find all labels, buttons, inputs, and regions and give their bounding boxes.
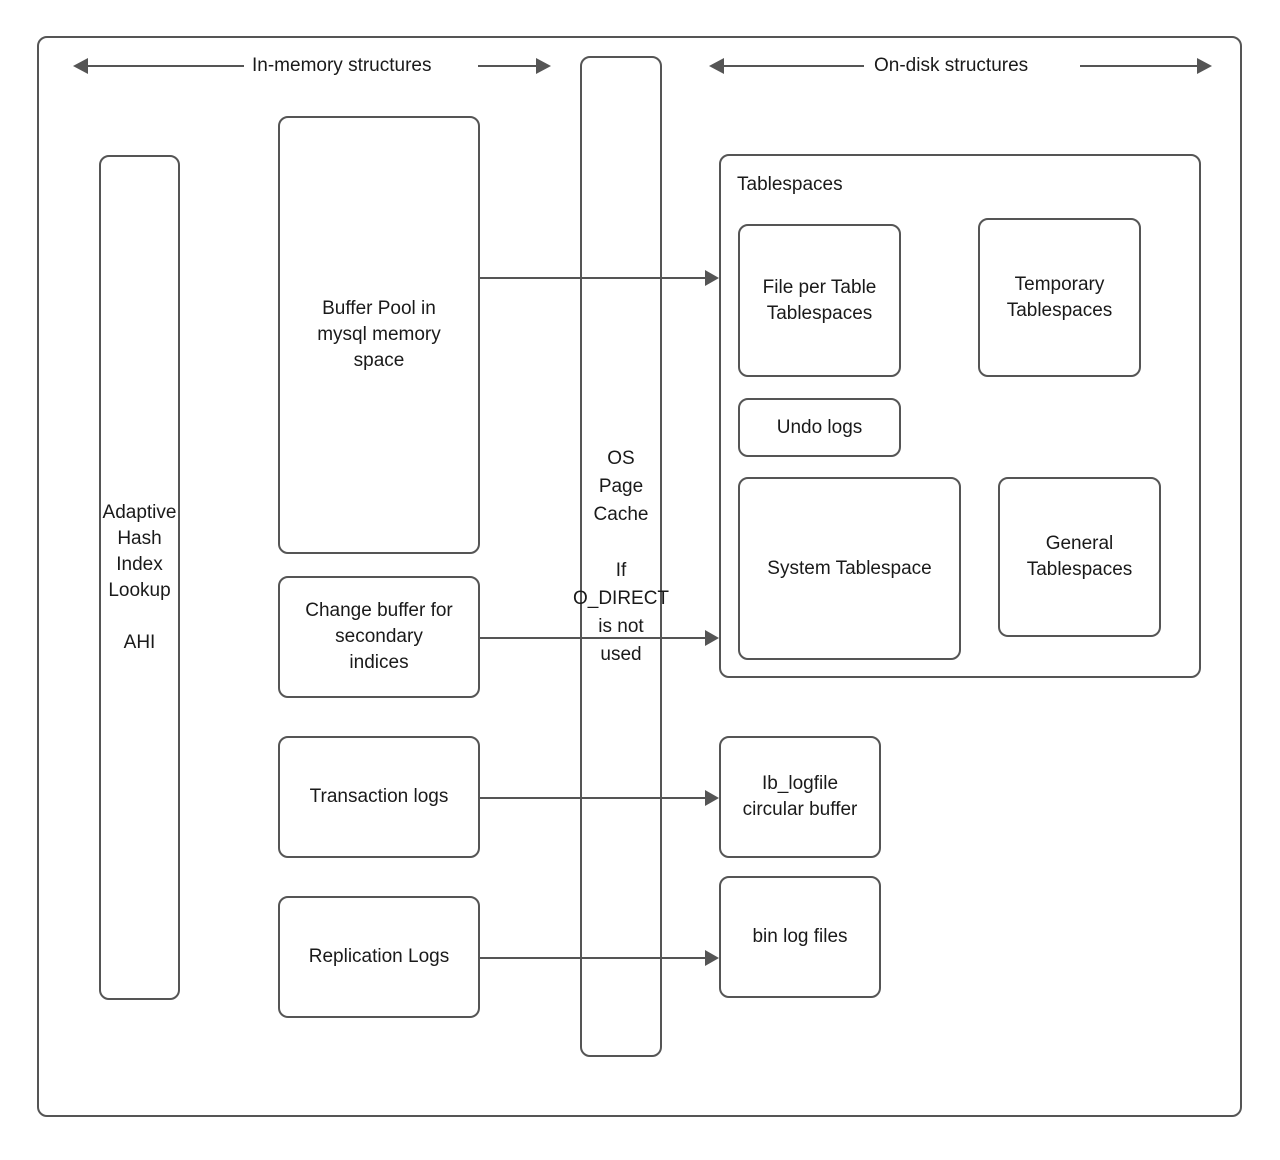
box-os-page-cache[interactable]: OS Page Cache If O_DIRECT is not used [573, 56, 669, 1057]
box-replication-logs[interactable]: Replication Logs [278, 896, 480, 1018]
header-label-in-memory: In-memory structures [252, 55, 432, 76]
arrow-head-icon [705, 790, 719, 806]
box-change-buffer[interactable]: Change buffer for secondary indices [278, 576, 480, 698]
arrow-head-icon [705, 270, 719, 286]
arrow-transaction-logs-to-ib-logfile [480, 790, 719, 806]
outer-frame [37, 36, 1242, 1117]
box-general-tablespaces[interactable]: General Tablespaces [998, 477, 1161, 637]
on-disk-arrow-left-head [709, 58, 724, 74]
arrow-shaft [480, 637, 705, 639]
arrow-change-buffer-to-tablespaces [480, 630, 719, 646]
box-bin-log-files[interactable]: bin log files [719, 876, 881, 998]
arrow-shaft [480, 957, 705, 959]
box-transaction-logs[interactable]: Transaction logs [278, 736, 480, 858]
in-memory-arrow-right-shaft [478, 65, 536, 67]
box-adaptive-hash-index[interactable]: Adaptive Hash Index Lookup AHI [99, 155, 180, 1000]
header-label-on-disk: On-disk structures [874, 55, 1029, 76]
box-system-tablespace[interactable]: System Tablespace [738, 477, 961, 660]
on-disk-arrow-right-shaft [1080, 65, 1197, 67]
arrow-shaft [480, 277, 705, 279]
in-memory-arrow-right-head [536, 58, 551, 74]
box-undo-logs[interactable]: Undo logs [738, 398, 901, 457]
box-temporary-tablespaces[interactable]: Temporary Tablespaces [978, 218, 1141, 377]
in-memory-arrow-left-head [73, 58, 88, 74]
arrow-buffer-pool-to-tablespaces [480, 270, 719, 286]
arrow-replication-logs-to-bin-log-files [480, 950, 719, 966]
in-memory-arrow-left-shaft [88, 65, 244, 67]
on-disk-arrow-right-head [1197, 58, 1212, 74]
box-buffer-pool[interactable]: Buffer Pool in mysql memory space [278, 116, 480, 554]
arrow-shaft [480, 797, 705, 799]
box-ib-logfile[interactable]: Ib_logfile circular buffer [719, 736, 881, 858]
arrow-head-icon [705, 630, 719, 646]
on-disk-arrow-left-shaft [724, 65, 864, 67]
tablespaces-title: Tablespaces [737, 174, 843, 195]
box-file-per-table-tablespaces[interactable]: File per Table Tablespaces [738, 224, 901, 377]
arrow-head-icon [705, 950, 719, 966]
